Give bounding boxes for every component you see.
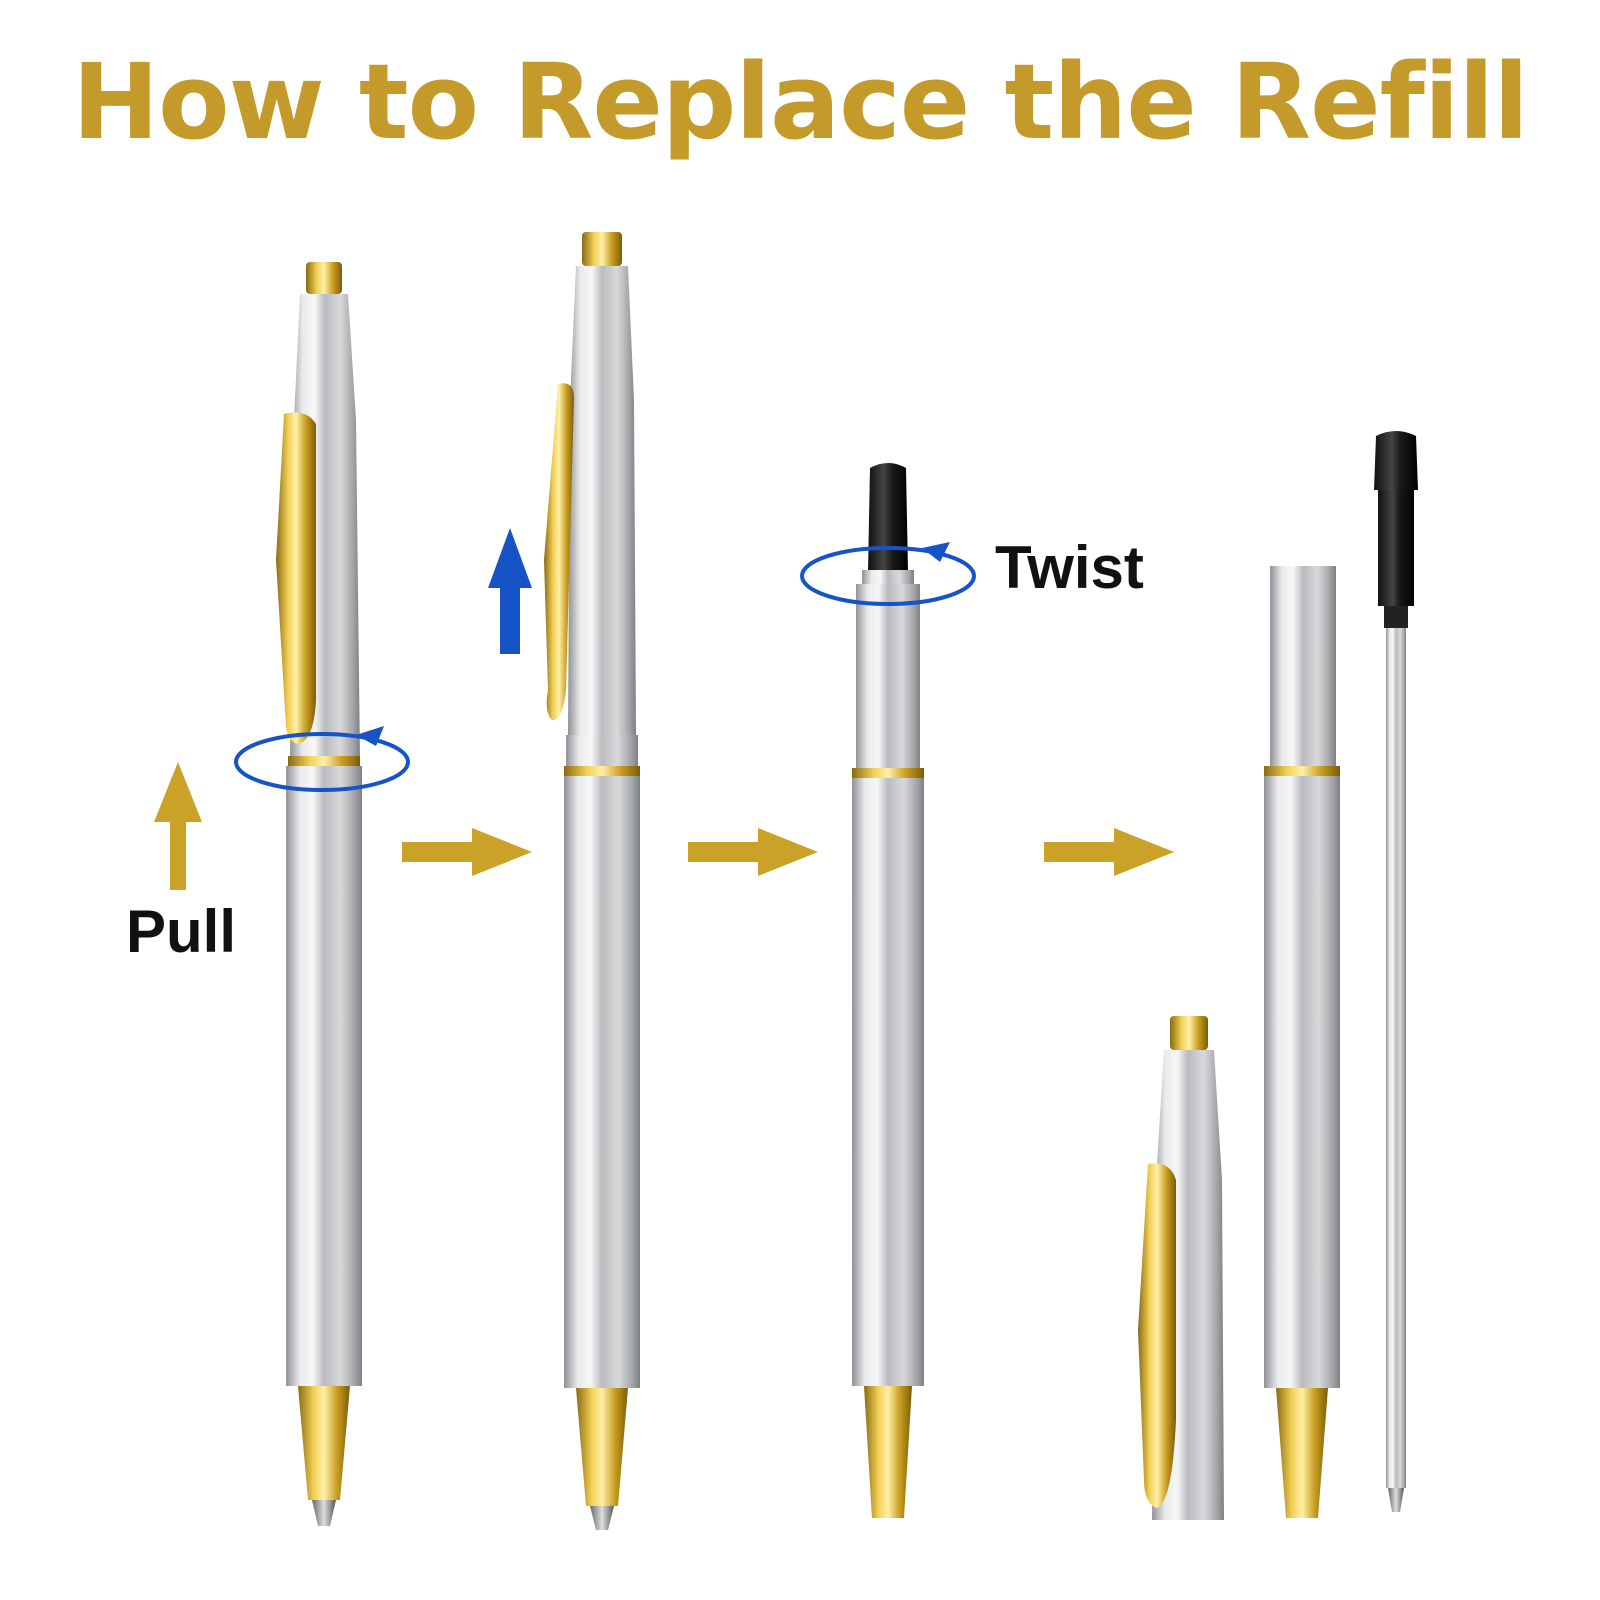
pen-center-band bbox=[564, 766, 640, 776]
refill-part bbox=[1374, 431, 1418, 1512]
pen-center-band bbox=[288, 756, 360, 766]
twist-mechanism bbox=[856, 584, 920, 772]
up-arrow-icon bbox=[488, 528, 532, 654]
pen-gold-cone bbox=[1276, 1388, 1328, 1518]
pen-lower-barrel bbox=[286, 766, 362, 1386]
pen-cap-loosened bbox=[544, 232, 640, 1530]
pen-cap-part bbox=[1138, 1016, 1224, 1520]
pen-parts-separated bbox=[1138, 431, 1418, 1520]
up-arrow-icon bbox=[154, 762, 202, 890]
pen-center-band bbox=[1264, 766, 1340, 776]
pen-gold-cone bbox=[576, 1388, 628, 1506]
refill-thread bbox=[1384, 606, 1408, 628]
pen-gold-cone bbox=[864, 1386, 912, 1518]
pen-gold-cone bbox=[298, 1386, 350, 1500]
pen-lower-barrel bbox=[852, 778, 924, 1386]
pen-lower-barrel bbox=[564, 776, 640, 1388]
pen-ball-tip bbox=[590, 1506, 614, 1530]
pen-barrel-part bbox=[1264, 566, 1340, 1518]
refill-tube bbox=[1386, 628, 1406, 1488]
refill-grip bbox=[1378, 490, 1414, 606]
refill-black-cap bbox=[1374, 431, 1418, 490]
rotate-arrow-icon bbox=[234, 726, 410, 792]
pen-upper-barrel bbox=[568, 266, 636, 735]
rotate-arrow-icon bbox=[800, 542, 976, 606]
pen-clip bbox=[1138, 1163, 1176, 1508]
pen-top-cap bbox=[1170, 1016, 1208, 1050]
pull-label: Pull bbox=[126, 898, 237, 965]
pen-neck bbox=[566, 735, 638, 767]
pen-top-cap bbox=[582, 232, 622, 266]
pen-barrel-with-refill bbox=[852, 463, 924, 1518]
pen-assembled bbox=[276, 262, 362, 1526]
pen-lower-barrel bbox=[1264, 776, 1340, 1388]
refill-collar bbox=[862, 570, 914, 584]
pen-center-band bbox=[852, 768, 924, 778]
pen-top-cap bbox=[306, 262, 342, 294]
pen-clip bbox=[276, 412, 316, 744]
twist-label: Twist bbox=[995, 534, 1144, 601]
refill-tip bbox=[1388, 1488, 1404, 1512]
pen-clip bbox=[544, 383, 574, 721]
twist-mechanism bbox=[1270, 566, 1336, 766]
pen-ball-tip bbox=[312, 1500, 336, 1526]
page-title: How to Replace the Refill bbox=[72, 41, 1529, 163]
right-arrow-icon bbox=[688, 828, 818, 876]
refill-black-cap bbox=[868, 463, 908, 572]
right-arrow-icon bbox=[1044, 828, 1174, 876]
right-arrow-icon bbox=[402, 828, 532, 876]
